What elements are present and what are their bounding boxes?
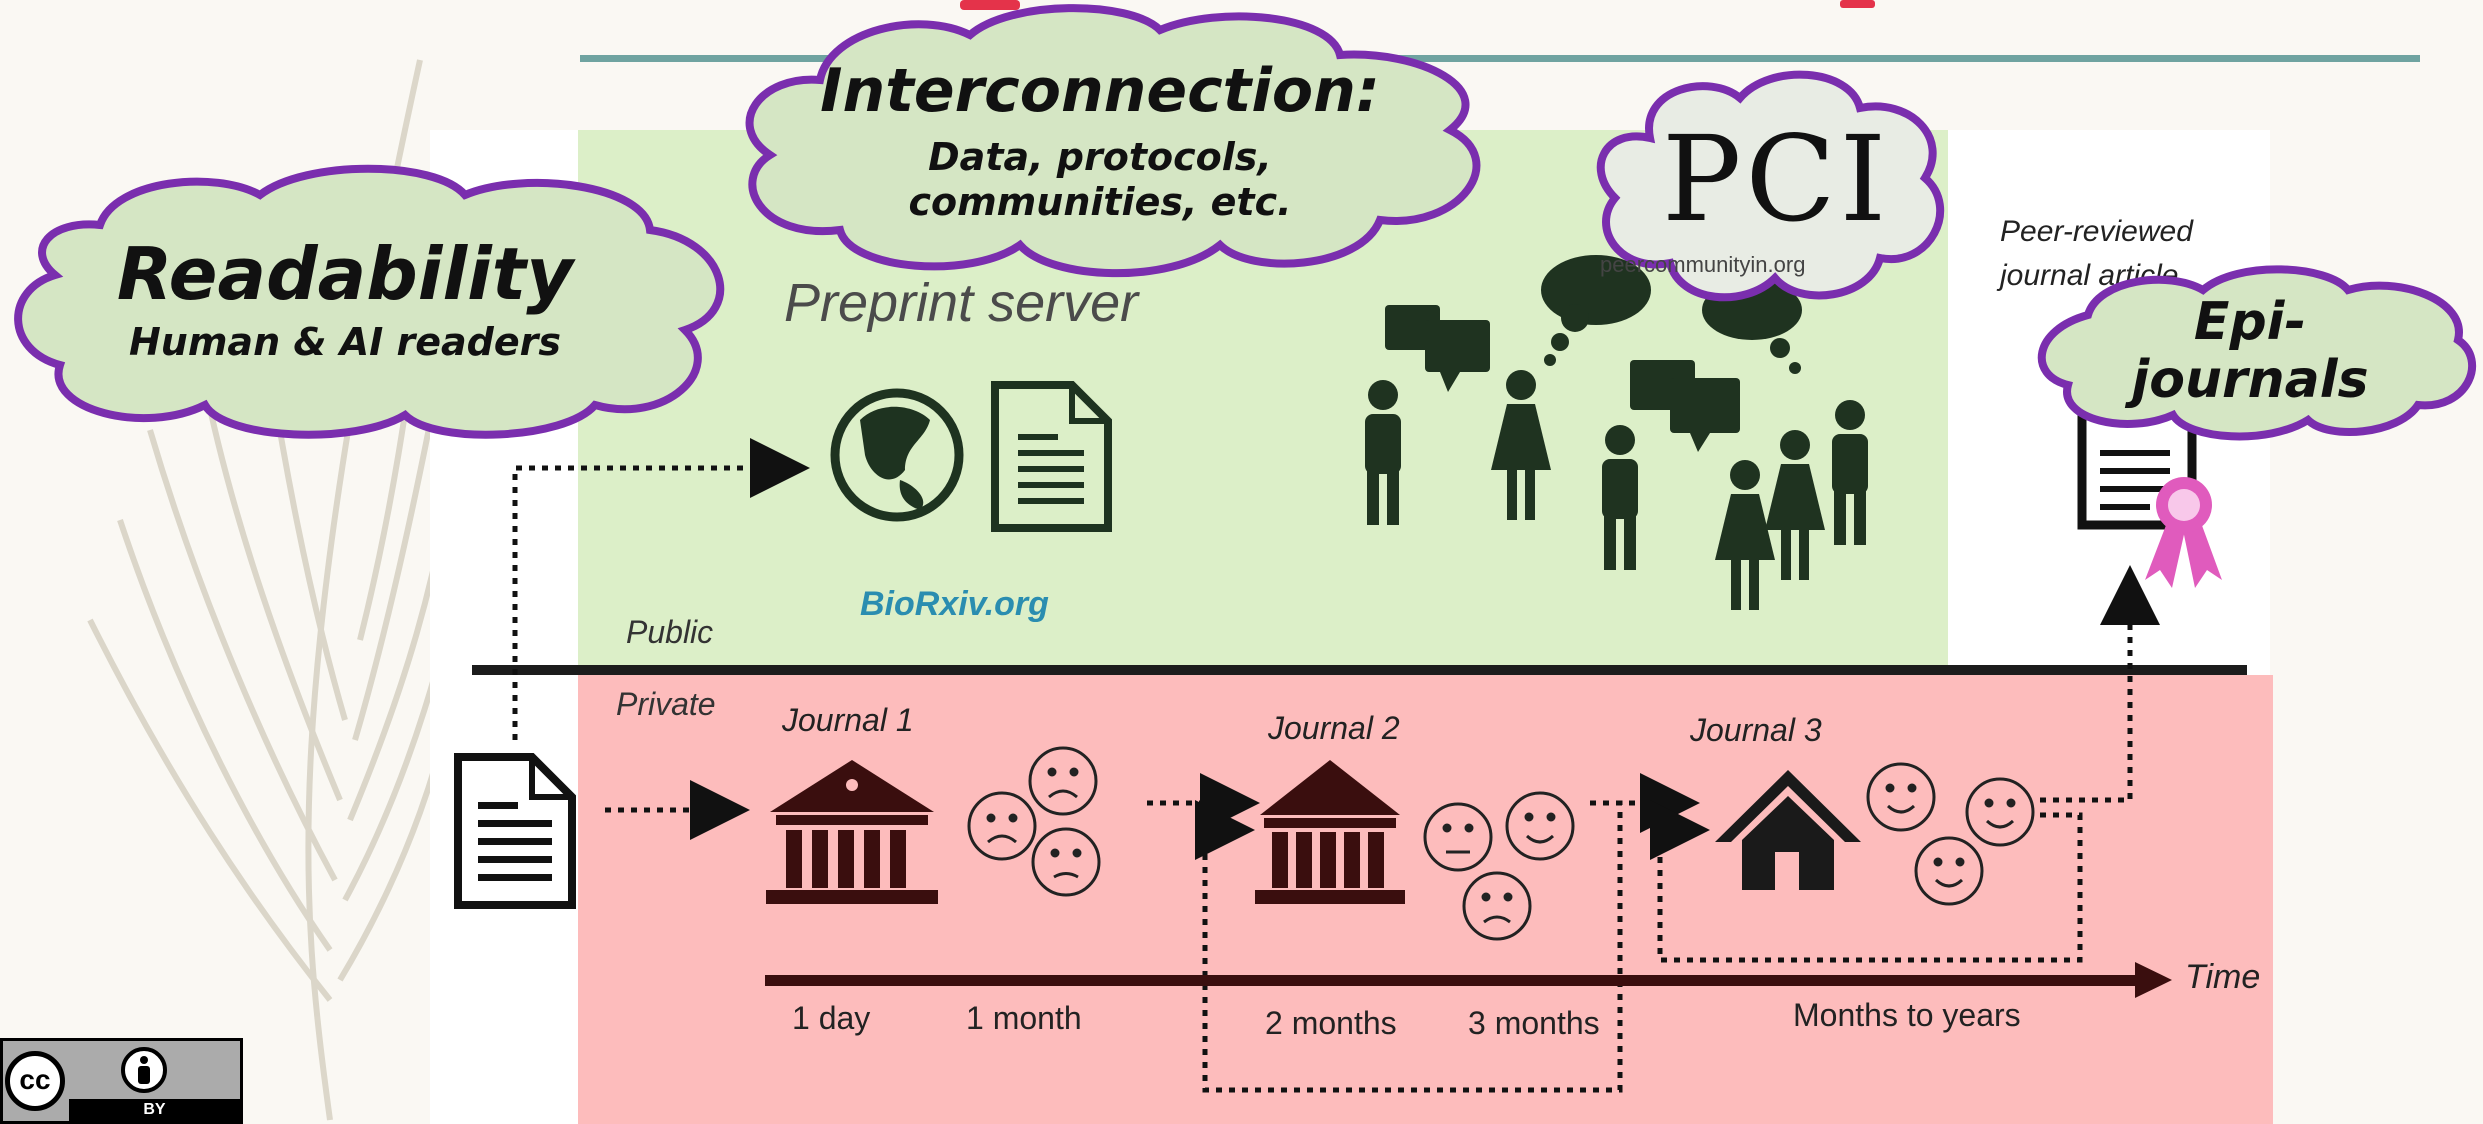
journal-1-label: Journal 1 bbox=[782, 702, 914, 738]
epi-journals-line1: Epi- bbox=[2193, 292, 2307, 352]
readability-cloud bbox=[14, 164, 725, 439]
journal-3-label: Journal 3 bbox=[1690, 712, 1822, 748]
timeline-tick-months-to-years: Months to years bbox=[1793, 997, 2021, 1033]
preprint-document-icon bbox=[991, 381, 1112, 532]
public-private-divider bbox=[472, 665, 2247, 675]
biorxiv-link[interactable]: BioRxiv.org bbox=[860, 585, 1049, 623]
private-label: Private bbox=[616, 686, 716, 722]
peer-reviewed-label: Peer-reviewed journal article bbox=[2000, 210, 2193, 298]
pci-logo: PCI bbox=[1662, 110, 1891, 248]
cc-by-license-badge[interactable]: cc BY bbox=[0, 1038, 243, 1124]
journal-1-building-icon bbox=[766, 760, 938, 904]
teal-rule bbox=[580, 55, 2420, 62]
review-flow-arrows bbox=[605, 565, 2160, 1093]
journal-3-house-icon bbox=[1715, 770, 1861, 890]
interconnection-subtitle-2: communities, etc. bbox=[908, 180, 1292, 224]
journal-2-label: Journal 2 bbox=[1268, 710, 1400, 746]
preprint-server-label: Preprint server bbox=[784, 273, 1139, 333]
people-community-icon bbox=[1365, 370, 1868, 610]
timeline-axis bbox=[765, 962, 2172, 998]
interconnection-cloud bbox=[745, 4, 1481, 278]
cc-icon: cc bbox=[5, 1051, 65, 1111]
timeline-tick-1-day: 1 day bbox=[792, 1000, 871, 1036]
title-fragment bbox=[960, 0, 1020, 10]
timeline-tick-2-months: 2 months bbox=[1265, 1005, 1397, 1041]
by-bar: BY bbox=[69, 1099, 240, 1121]
journal-2-building-icon bbox=[1255, 760, 1405, 904]
timeline-tick-1-month: 1 month bbox=[966, 1000, 1082, 1036]
manuscript-document-icon bbox=[454, 753, 576, 909]
by-person-icon bbox=[121, 1047, 167, 1093]
pci-url[interactable]: peercommunityin.org bbox=[1600, 252, 1806, 277]
title-fragment bbox=[1840, 0, 1875, 8]
interconnection-subtitle-1: Data, protocols, bbox=[928, 135, 1272, 179]
globe-icon bbox=[830, 388, 964, 522]
timeline-tick-3-months: 3 months bbox=[1468, 1005, 1600, 1041]
readability-title: Readability bbox=[116, 232, 574, 316]
to-preprint-arrow bbox=[512, 438, 810, 740]
happy-face-icon bbox=[1866, 762, 2035, 906]
epi-journals-line2: journals bbox=[2131, 350, 2369, 410]
neutral-face-icon bbox=[1423, 791, 1575, 941]
award-ribbon-icon bbox=[2145, 477, 2222, 588]
speech-bubble-icon bbox=[1385, 305, 1740, 452]
epi-journals-cloud bbox=[2037, 265, 2477, 441]
time-axis-label: Time bbox=[2185, 958, 2261, 996]
pci-cloud bbox=[1596, 70, 1945, 302]
sad-face-icon bbox=[967, 746, 1101, 897]
public-label: Public bbox=[626, 614, 714, 650]
interconnection-title: Interconnection: bbox=[820, 56, 1380, 126]
peer-reviewed-line1: Peer-reviewed bbox=[2000, 215, 2193, 248]
readability-subtitle: Human & AI readers bbox=[128, 320, 561, 364]
